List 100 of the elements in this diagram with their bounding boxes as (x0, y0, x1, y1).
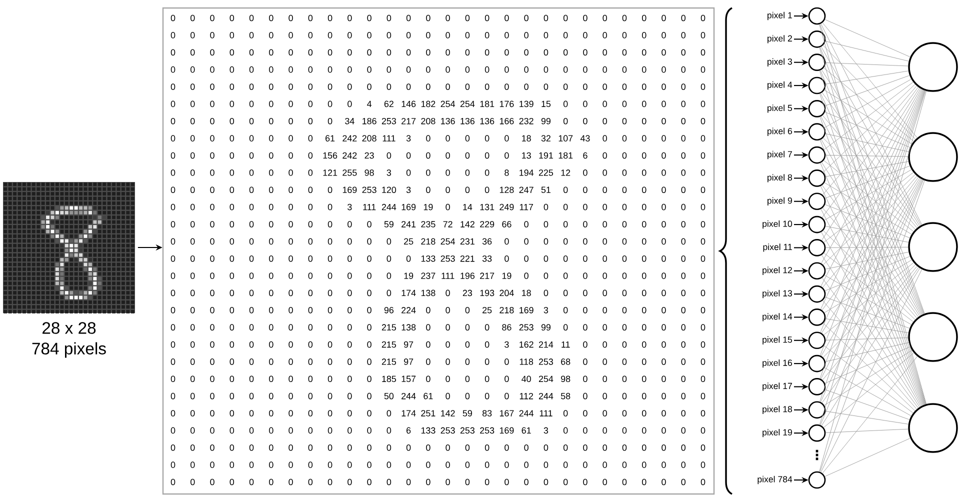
pixel-value: 231 (460, 238, 474, 245)
input-neuron (808, 30, 826, 48)
pixel-value: 0 (386, 462, 392, 468)
pixel-value: 0 (642, 84, 646, 90)
connection-line (824, 262, 914, 336)
pixel-value: 0 (269, 478, 274, 486)
pixel-value: 0 (170, 170, 176, 176)
connection-line (820, 180, 925, 472)
pixel-value: 0 (446, 290, 450, 296)
pixel-value: 0 (484, 152, 490, 159)
pixel-value: 0 (367, 358, 372, 365)
pixel-value: 0 (348, 392, 352, 400)
node-label: 28 x 28 (42, 322, 96, 334)
pixel-value: 0 (583, 444, 588, 451)
connection-line (825, 154, 908, 157)
pixel-value: 182 (421, 100, 436, 108)
pixel-value: 0 (426, 170, 430, 176)
pixel-value: 0 (544, 478, 548, 486)
pixel-value: 0 (642, 324, 646, 330)
input-neuron (808, 76, 826, 94)
pixel-value: 19 (404, 272, 414, 279)
pixel-value: 136 (480, 118, 494, 124)
pixel-value: 0 (249, 238, 254, 245)
pixel-value: 0 (170, 272, 176, 279)
pixel-value: 58 (560, 392, 570, 400)
pixel-value: 0 (622, 135, 627, 142)
pixel-value: 0 (681, 152, 686, 159)
pixel-value: 0 (583, 341, 588, 348)
connection-line (824, 112, 910, 148)
pixel-value: 0 (662, 14, 666, 22)
pixel-value: 0 (563, 444, 568, 451)
pixel-value: 0 (465, 49, 470, 56)
pixel-value: 0 (446, 324, 450, 330)
pixel-value: 0 (681, 118, 686, 124)
pixel-value: 0 (662, 392, 666, 400)
pixel-value: 61 (424, 392, 433, 400)
pixel-value: 99 (541, 118, 550, 124)
pixel-value: 0 (681, 66, 686, 73)
pixel-value: 0 (367, 14, 372, 22)
pixel-value: 0 (583, 84, 588, 90)
pixel-value: 0 (269, 307, 274, 314)
pixel-value: 0 (563, 307, 568, 314)
pixel-value: 59 (462, 410, 472, 416)
pixel-value: 33 (482, 255, 492, 262)
pixel-value: 0 (563, 478, 568, 486)
pixel-value: 0 (622, 49, 627, 56)
pixel-value: 0 (484, 49, 490, 56)
input-neuron (808, 170, 826, 187)
pixel-value: 0 (465, 66, 470, 73)
pixel-value: 235 (421, 221, 436, 228)
pixel-value: 0 (230, 427, 234, 434)
pixel-value: 0 (288, 462, 293, 468)
pixel-value: 0 (642, 204, 646, 210)
connection-line (824, 166, 910, 198)
pixel-value: 0 (563, 84, 568, 90)
pixel-value: 0 (504, 84, 509, 90)
pixel-value: 0 (269, 118, 274, 124)
pixel-value: 191 (539, 152, 553, 159)
pixel-value: 0 (170, 376, 176, 382)
pixel-value: 98 (364, 170, 374, 176)
pixel-value: 0 (484, 478, 490, 486)
pixel-value: 0 (269, 290, 274, 296)
pixel-value: 0 (269, 376, 274, 382)
pixel-value: 0 (583, 100, 588, 108)
pixel-value: 0 (524, 238, 528, 245)
pixel-value: 0 (367, 49, 372, 56)
pixel-value: 0 (583, 462, 588, 468)
pixel-value: 0 (426, 462, 430, 468)
pixel-value: 0 (622, 100, 627, 108)
pixel-value: 0 (662, 427, 666, 434)
connection-line (825, 62, 908, 66)
connection-line (825, 428, 908, 433)
pixel-value: 0 (602, 341, 607, 348)
connection-line (823, 84, 916, 172)
pixel-value: 0 (386, 255, 392, 262)
connection-line (825, 342, 909, 362)
pixel-value: 0 (642, 14, 646, 22)
pixel-value: 0 (367, 32, 372, 38)
pixel-value: 0 (602, 272, 607, 279)
pixel-value: 83 (482, 410, 492, 416)
pixel-value: 0 (367, 324, 372, 330)
pixel-value: 3 (544, 427, 548, 434)
pixel-value: 0 (348, 444, 352, 451)
pixel-value: 169 (402, 204, 416, 210)
pixel-value: 0 (308, 376, 313, 382)
pixel-value: 0 (210, 478, 214, 486)
pixel-value: 23 (462, 290, 472, 296)
pixel-value: 0 (308, 462, 313, 468)
pixel-value: 0 (269, 84, 274, 90)
pixel-value: 0 (190, 204, 195, 210)
pixel-value: 0 (484, 392, 490, 400)
pixel-value: 0 (348, 376, 352, 382)
connection-line (823, 352, 914, 428)
pixel-value: 0 (210, 358, 214, 365)
pixel-value: 0 (700, 307, 706, 314)
pixel-value: 0 (328, 49, 332, 56)
pixel-value: 0 (484, 444, 490, 451)
pixel-value: 0 (662, 462, 666, 468)
pixel-value: 0 (583, 170, 588, 176)
connection-line (824, 19, 910, 58)
